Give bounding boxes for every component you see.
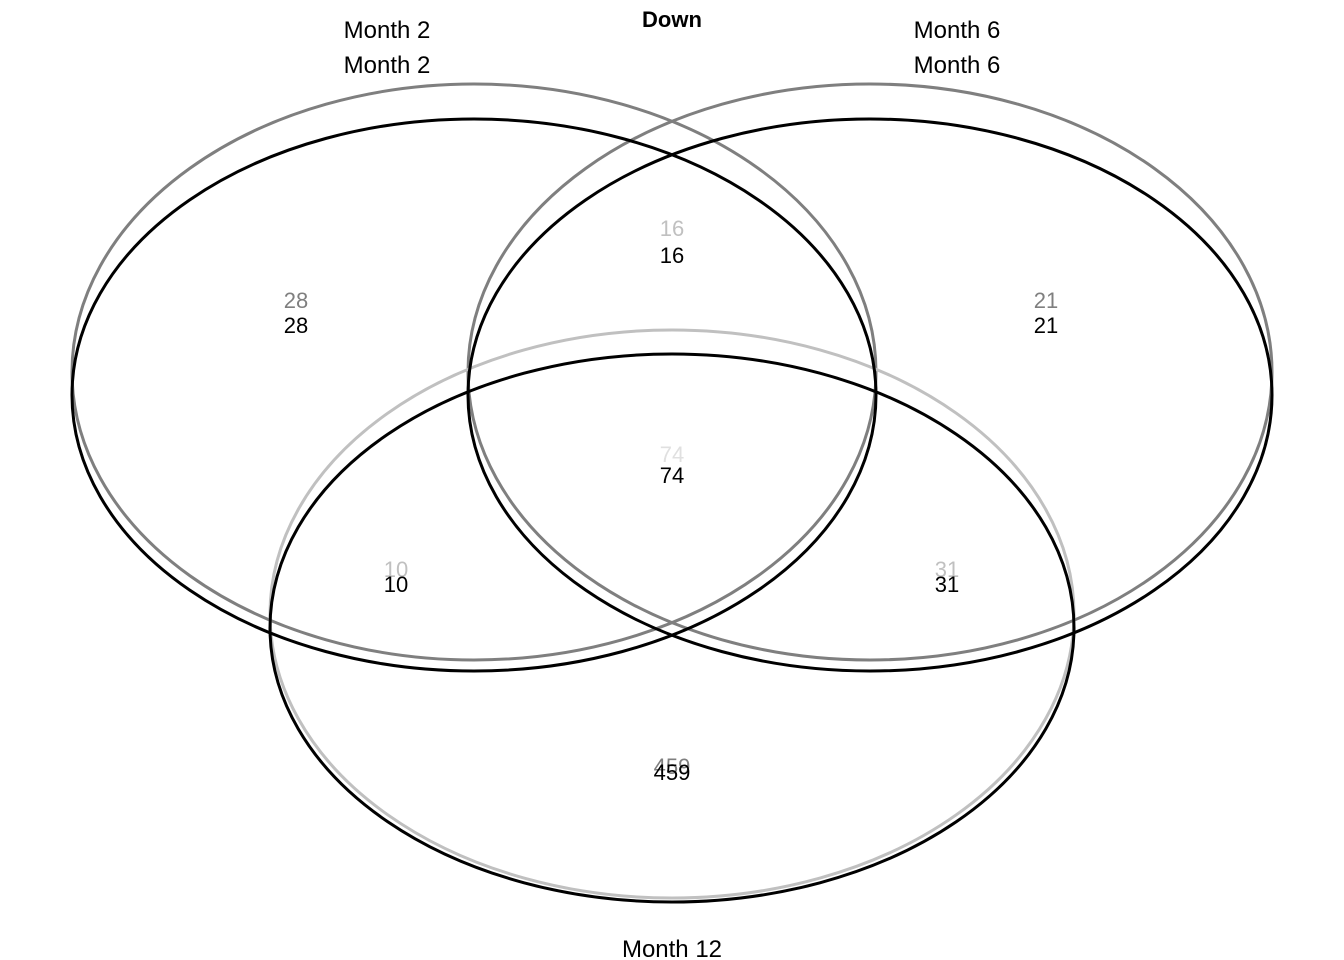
month6-ellipse — [466, 117, 1274, 673]
month6-label-top: Month 6 — [914, 17, 1001, 44]
month6-month12-count: 31 — [935, 572, 959, 597]
month6-only-ghost-count: 21 — [1034, 288, 1058, 313]
month12-only-count: 459 — [654, 760, 691, 785]
month6-only-count: 21 — [1034, 313, 1058, 338]
month12-ellipse — [268, 352, 1076, 904]
month6-ghost-ellipse — [466, 82, 1274, 662]
month2-ghost-ellipse — [70, 82, 878, 662]
all-three-count: 74 — [660, 463, 684, 488]
month2-label-bottom: Month 2 — [344, 52, 431, 79]
month2-month6-ghost-count: 16 — [660, 216, 684, 241]
all-three-ghost-count: 74 — [660, 442, 684, 467]
month12-ghost-ellipse — [268, 328, 1076, 900]
month2-month12-ghost-count: 10 — [384, 557, 408, 582]
month2-label-top: Month 2 — [344, 17, 431, 44]
month2-month12-count: 10 — [384, 572, 408, 597]
month12-label: Month 12 — [622, 936, 722, 960]
month6-label-bottom: Month 6 — [914, 52, 1001, 79]
month2-month6-count: 16 — [660, 243, 684, 268]
month6-month12-ghost-count: 31 — [935, 557, 959, 582]
month2-only-ghost-count: 28 — [284, 288, 308, 313]
diagram-title: Down — [642, 7, 702, 32]
month2-only-count: 28 — [284, 313, 308, 338]
month12-only-ghost-count: 459 — [654, 754, 691, 779]
month2-ellipse — [70, 117, 878, 673]
